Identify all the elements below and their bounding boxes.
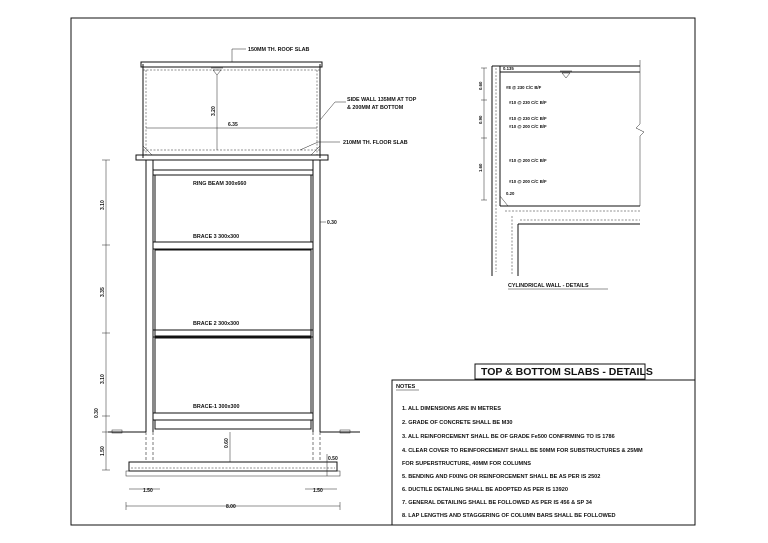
note-4-cont: FOR SUPERSTRUCTURE, 40MM FOR COLUMNS [402, 461, 531, 467]
roof-slab-leader [231, 48, 246, 62]
note-4: 4. CLEAR COVER TO REINFORCEMENT SHALL BE… [402, 448, 643, 454]
detail-haunch [499, 195, 509, 207]
side-wall-label-2: & 200MM AT BOTTOM [347, 105, 404, 111]
brace2-label: BRACE 2 300x300 [193, 321, 239, 327]
brace-1 [152, 412, 314, 421]
floor-slab-label: 210MM TH. FLOOR SLAB [343, 140, 408, 146]
right-haunch [310, 145, 321, 156]
roof-slab-label: 150MM TH. ROOF SLAB [248, 47, 310, 53]
footing-depth-text: 1.50 [100, 446, 106, 456]
floor-slab [135, 154, 329, 161]
overall-width-text: 8.00 [226, 504, 236, 510]
notes-heading: NOTES [396, 384, 416, 390]
footing-thk-text: 0.60 [224, 438, 230, 448]
detail-dim-top: 0.135 [503, 66, 514, 71]
tank-diameter-text: 6.35 [228, 122, 238, 128]
detail-dim-seg1: 0.60 [478, 81, 483, 90]
panel-top-text: 3.10 [100, 200, 106, 210]
detail-bar-5: #10 @ 200 C/C B/F [509, 158, 547, 163]
plinth-beam [154, 419, 312, 430]
left-haunch [142, 145, 153, 156]
footing-left-text: 1.50 [143, 488, 153, 494]
plinth-text: 0.30 [94, 408, 100, 418]
pcc-bed [125, 470, 341, 477]
detail-dim-seg2: 0.90 [478, 115, 483, 124]
brace1-label: BRACE-1 300x300 [193, 404, 239, 410]
slabs-title: TOP & BOTTOM SLABS - DETAILS [481, 366, 653, 378]
note-3: 3. ALL REINFORCEMENT SHALL BE OF GRADE F… [402, 434, 615, 440]
brace3-label: BRACE 3 300x300 [193, 234, 239, 240]
note-2: 2. GRADE OF CONCRETE SHALL BE M30 [402, 420, 513, 426]
detail-dim-seg3: 1.60 [478, 163, 483, 172]
detail-break-line [635, 60, 645, 206]
brace-2 [152, 329, 314, 338]
ring-beam-label: RING BEAM 300x660 [193, 181, 246, 187]
wall-detail-title: CYLINDRICAL WALL - DETAILS [508, 283, 589, 289]
note-5: 5. BENDING AND FIXING OR REINFORCEMENT S… [402, 474, 600, 480]
sheet-border [70, 17, 696, 526]
footing-right-text: 1.50 [313, 488, 323, 494]
detail-bar-6: #10 @ 200 C/C B/F [509, 179, 547, 184]
ring-beam [152, 169, 314, 176]
detail-bar-2: #10 @ 230 C/C B/F [509, 100, 547, 105]
side-wall-leader [319, 101, 346, 121]
note-6: 6. DUCTILE DETAILING SHALL BE ADOPTED AS… [402, 487, 568, 493]
water-level-symbol [212, 69, 222, 76]
ground-mark-right [339, 429, 351, 434]
detail-bar-3: #10 @ 230 C/C B/F [509, 116, 547, 121]
raft-footing [128, 461, 338, 472]
elevation-drawing: 150MM TH. ROOF SLAB SIDE WALL 135MM AT T… [94, 47, 417, 510]
roof-slab [140, 61, 323, 68]
detail-bar-1: #8 @ 230 C/C B/F [506, 85, 542, 90]
tank-height-text: 3.20 [211, 106, 217, 116]
panel-2 [154, 249, 312, 337]
brace-3 [152, 241, 314, 250]
side-wall-label-1: SIDE WALL 135MM AT TOP [347, 97, 417, 103]
pcc-text: 0.50 [328, 456, 338, 462]
detail-water-level [561, 72, 571, 79]
panel-3 [154, 337, 312, 414]
floor-slab-leader [299, 141, 340, 151]
notes-box [391, 379, 696, 526]
panel-bottom-text: 3.10 [100, 374, 106, 384]
wall-detail-drawing: 0.135 0.60 0.90 1.60 0.20 #8 @ 230 C/C B… [478, 60, 645, 290]
note-7: 7. GENERAL DETAILING SHALL BE FOLLOWED A… [402, 500, 593, 506]
note-1: 1. ALL DIMENSIONS ARE IN METRES [402, 406, 501, 412]
slabs-title-box [474, 363, 646, 380]
detail-bar-4: #10 @ 200 C/C B/F [509, 124, 547, 129]
note-8: 8. LAP LENGTHS AND STAGGERING OF COLUMN … [402, 513, 616, 519]
panel-mid-text: 3.35 [100, 287, 106, 297]
column-size-text: 0.30 [327, 220, 337, 226]
detail-dim-bottom: 0.20 [506, 191, 515, 196]
ground-mark-left [111, 429, 123, 434]
